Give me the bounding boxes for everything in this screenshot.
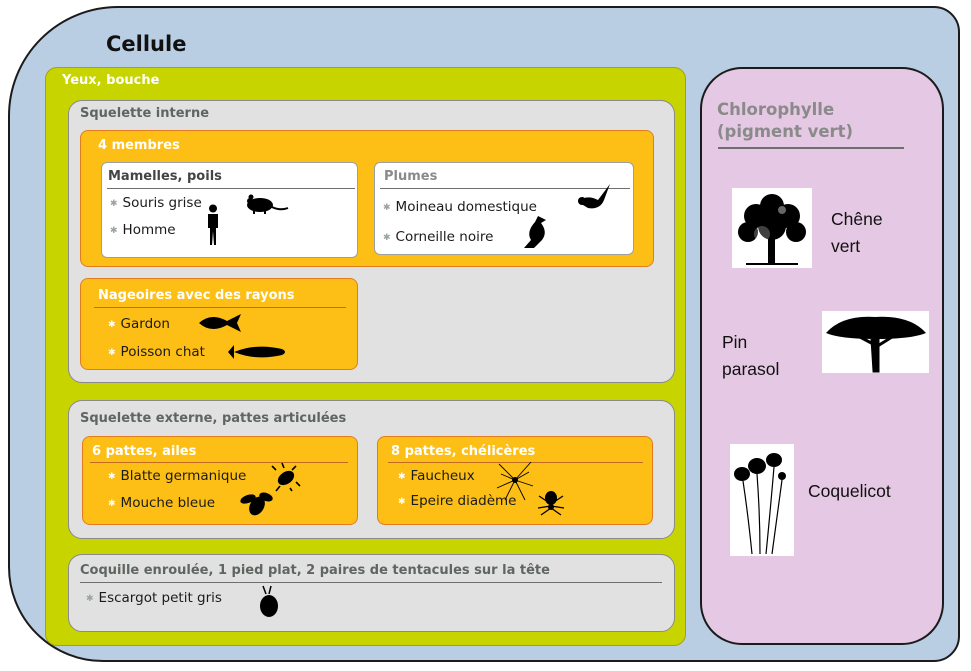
human-icon (208, 204, 218, 245)
fly-icon (240, 492, 273, 516)
arachnids-divider (388, 462, 643, 463)
insects-divider (90, 462, 348, 463)
external-skeleton-label: Squelette externe, pattes articulées (80, 411, 347, 426)
list-item-homme: ✱Homme (110, 222, 176, 238)
list-item-moineau: ✱Moineau domestique (383, 199, 537, 215)
umbrella-pine-icon (826, 316, 926, 373)
list-item-poisson-chat: ✱Poisson chat (108, 344, 205, 360)
fins-divider (94, 307, 346, 308)
poppy-photo (730, 444, 794, 556)
list-item-faucheux: ✱Faucheux (398, 468, 475, 484)
list-item-blatte: ✱Blatte germanique (108, 468, 247, 484)
mammals-group (101, 162, 358, 258)
plant-name-coquelicot: Coquelicot (808, 481, 891, 501)
crow-icon (524, 216, 546, 248)
list-item-corneille: ✱Corneille noire (383, 229, 494, 245)
list-item-mouche: ✱Mouche bleue (108, 495, 216, 511)
insects-label: 6 pattes, ailes (92, 444, 197, 459)
plant-name-chene: Chêne vert (831, 209, 883, 256)
four-limbs-label: 4 membres (98, 138, 180, 153)
mouse-icon (247, 194, 289, 214)
poppy-icon (734, 453, 786, 555)
list-item-gardon: ✱Gardon (108, 316, 170, 332)
umbrella-pine-photo (822, 311, 929, 373)
cell-title: Cellule (106, 32, 187, 56)
plant-name-pin: Pin parasol (722, 332, 780, 379)
harvestman-icon (496, 461, 534, 501)
animals-label: Yeux, bouche (62, 73, 160, 88)
birds-group (374, 162, 634, 255)
chlorophyll-label: Chlorophylle (pigment vert) (717, 100, 854, 141)
insects-group (82, 436, 358, 525)
internal-skeleton-label: Squelette interne (80, 106, 210, 121)
fins-label: Nageoires avec des rayons (98, 288, 295, 303)
shell-divider (80, 582, 662, 583)
shell-label: Coquille enroulée, 1 pied plat, 2 paires… (80, 563, 550, 578)
roach-fish-icon (199, 314, 241, 332)
birds-label: Plumes (384, 169, 438, 184)
birds-divider (380, 188, 630, 189)
cockroach-icon (271, 462, 301, 492)
list-item-souris: ✱Souris grise (110, 195, 202, 211)
mammals-label: Mamelles, poils (108, 169, 222, 184)
sparrow-icon (578, 184, 610, 209)
list-item-epeire: ✱Epeire diadème (398, 493, 517, 509)
shell-group (68, 554, 675, 632)
arachnids-label: 8 pattes, chélicères (391, 444, 536, 459)
oak-tree-photo (732, 188, 812, 268)
list-item-escargot: ✱Escargot petit gris (86, 590, 222, 606)
mammals-divider (107, 188, 355, 189)
snail-icon (260, 585, 278, 617)
chlorophyll-underline (718, 147, 904, 149)
garden-spider-icon (537, 491, 565, 516)
oak-tree-icon (738, 194, 806, 265)
catfish-icon (228, 345, 285, 359)
